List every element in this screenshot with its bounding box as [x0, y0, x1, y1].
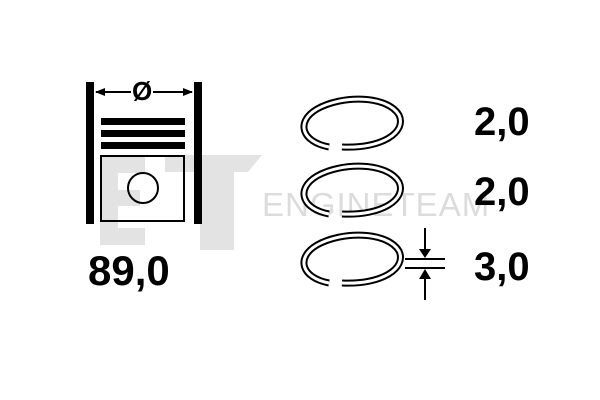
ring-3-icon: [304, 235, 401, 283]
piston-diameter-value: 89,0: [88, 247, 170, 294]
ring-1-thickness: 2,0: [474, 100, 530, 144]
ring-2-thickness: 2,0: [474, 170, 530, 214]
ring-3-thickness: 3,0: [474, 245, 530, 289]
ring-2-icon: [304, 166, 401, 214]
ring-1-icon: [304, 99, 401, 147]
watermark-text: ENGINETEAM: [262, 186, 491, 223]
diameter-symbol: Ø: [131, 76, 154, 106]
